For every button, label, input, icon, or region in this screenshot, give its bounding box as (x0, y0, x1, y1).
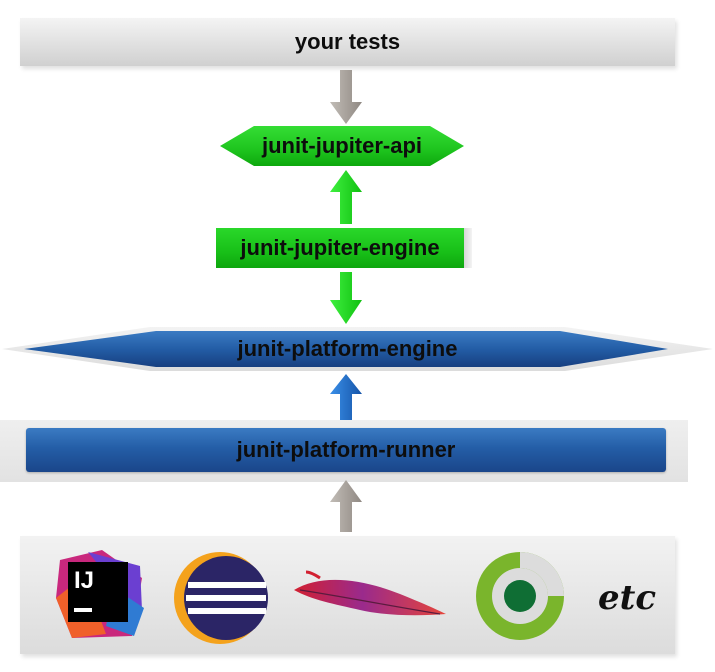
jupiter-api-label: junit-jupiter-api (261, 133, 423, 158)
etc-label: etc (598, 578, 657, 618)
eclipse-icon (174, 552, 268, 644)
jupiter-api-box: junit-jupiter-api (220, 126, 464, 166)
jupiter-engine-fill (216, 228, 464, 268)
intellij-idea-icon: IJ (56, 550, 144, 638)
your-tests-label: your tests (294, 29, 401, 54)
arrow-engine-to-api (330, 170, 362, 224)
platform-engine-box: junit-platform-engine (0, 326, 695, 372)
apache-feather-icon (294, 570, 446, 616)
arrow-tools-to-runner (330, 480, 362, 532)
platform-runner-label: junit-platform-runner (236, 437, 456, 462)
jupiter-engine-edge (464, 228, 472, 268)
your-tests-box: your tests (20, 18, 675, 66)
platform-runner-box: junit-platform-runner (26, 428, 666, 472)
arrow-engine-to-platform (330, 272, 362, 324)
platform-engine-label: junit-platform-engine (237, 336, 458, 361)
jupiter-engine-label: junit-jupiter-engine (240, 235, 440, 260)
jupiter-engine-box: junit-jupiter-engine (216, 228, 472, 268)
jupiter-api-shape (220, 126, 464, 166)
platform-engine-shape (2, 327, 713, 371)
svg-text:IJ: IJ (74, 567, 94, 594)
circleci-icon (476, 552, 564, 640)
arrow-runner-to-platform (330, 374, 362, 424)
arrow-tests-to-api (330, 70, 362, 124)
